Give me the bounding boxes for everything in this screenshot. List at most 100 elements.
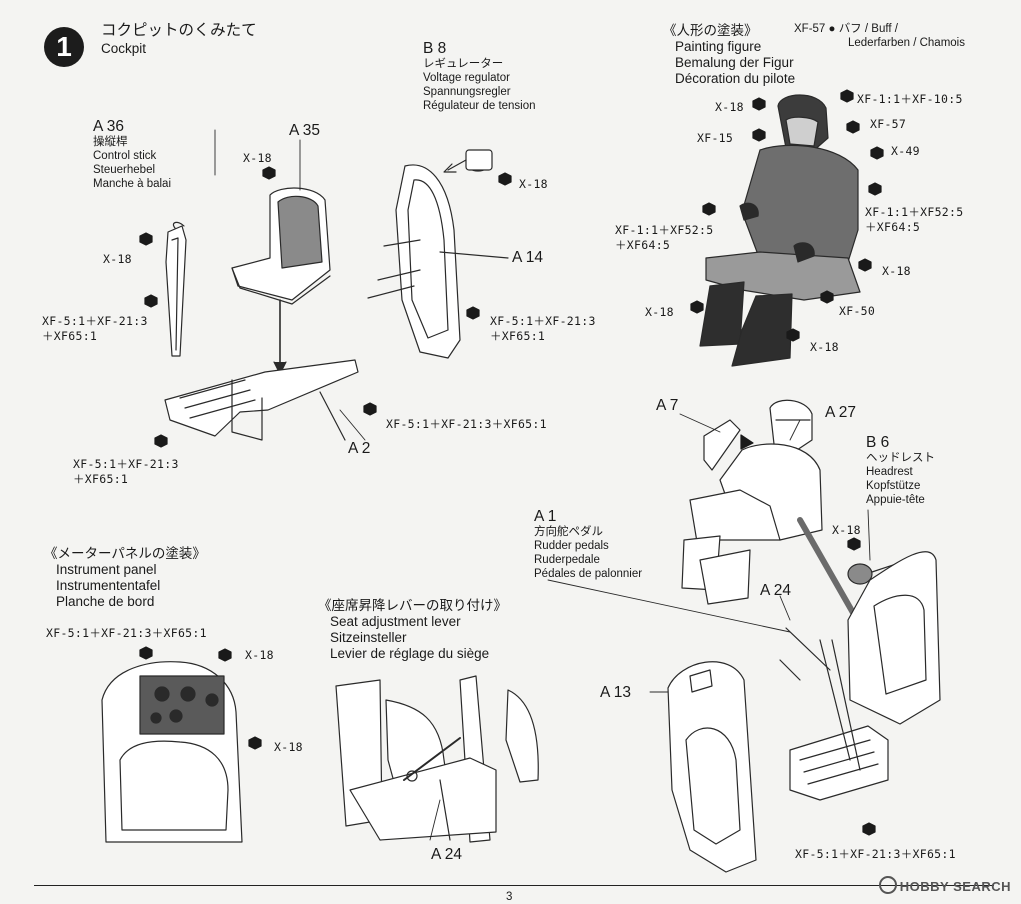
- color-callout: ＋XF64:5: [615, 238, 671, 252]
- seat-lever-diagram: [335, 675, 539, 843]
- color-callout: X-18: [519, 177, 548, 191]
- bulkhead-part: [367, 164, 509, 359]
- color-callout: ＋XF65:1: [490, 329, 546, 343]
- floor-part: [164, 359, 359, 441]
- color-callout: X-18: [832, 523, 861, 537]
- color-callout: XF-50: [839, 304, 876, 318]
- color-callout: X-18: [645, 305, 674, 319]
- part-name-fr: Régulateur de tension: [423, 100, 536, 112]
- part-name-fr: Manche à balai: [93, 178, 171, 190]
- part-id: B 6: [866, 434, 890, 451]
- leader-lines: [214, 129, 871, 841]
- part-label-a27: A 27: [825, 404, 857, 421]
- section-figure-painting: 《人形の塗装》 Painting figure Bemalung der Fig…: [663, 23, 795, 87]
- part-id: B 8: [423, 40, 447, 57]
- part-name-jp: ヘッドレスト: [866, 452, 935, 464]
- instrument-panel-painted: [101, 661, 243, 843]
- step-title-en: Cockpit: [101, 41, 147, 56]
- section-title-jp: 《座席昇降レバーの取り付け》: [318, 598, 507, 613]
- part-name-en: Control stick: [93, 150, 157, 162]
- part-name-fr: Appuie-tête: [866, 494, 925, 506]
- color-callout: X-18: [810, 340, 839, 354]
- part-name-de: Spannungsregler: [423, 86, 511, 98]
- part-id: A 36: [93, 118, 125, 135]
- step-number-badge: 1: [44, 27, 84, 67]
- color-callout: XF-5:1＋XF-21:3: [42, 314, 148, 328]
- color-legend: XF-57 ● バフ / Buff / Lederfarben / Chamoi…: [794, 22, 965, 50]
- part-label-a36: A 36 操縦桿 Control stick Steuerhebel Manch…: [93, 118, 171, 191]
- part-name-jp: 操縦桿: [93, 136, 128, 148]
- part-label-a7: A 7: [656, 397, 679, 414]
- color-callout: XF-5:1＋XF-21:3: [490, 314, 596, 328]
- color-callout: ＋XF64:5: [865, 220, 921, 234]
- watermark: HOBBY SEARCH: [878, 876, 1011, 894]
- color-callout: XF-5:1＋XF-21:3＋XF65:1: [46, 626, 207, 640]
- final-cockpit-assembly: [779, 551, 941, 801]
- color-callout: X-18: [243, 151, 272, 165]
- color-callout: X-18: [715, 100, 744, 114]
- pilot-figure-painted: [699, 94, 861, 367]
- color-callout: ＋XF65:1: [73, 472, 129, 486]
- section-title-de: Bemalung der Figur: [675, 55, 794, 70]
- part-name-de: Ruderpedale: [534, 554, 600, 566]
- part-name-jp: レギュレーター: [423, 58, 504, 70]
- part-label-a14: A 14: [512, 249, 544, 266]
- part-label-b6: B 6 ヘッドレスト Headrest Kopfstütze Appuie-tê…: [866, 434, 935, 507]
- section-title-jp: 《メーターパネルの塗装》: [44, 546, 206, 561]
- legend-dot-icon: ●: [828, 23, 836, 35]
- watermark-text: HOBBY SEARCH: [899, 879, 1011, 894]
- section-title-en: Painting figure: [675, 39, 762, 54]
- part-label-a24-bottom: A 24: [431, 846, 463, 863]
- part-label-a1: A 1 方向舵ペダル Rudder pedals Ruderpedale Péd…: [534, 508, 642, 581]
- part-name-en: Voltage regulator: [423, 72, 510, 84]
- section-panel-painting: 《メーターパネルの塗装》 Instrument panel Instrument…: [44, 546, 206, 610]
- section-title-fr: Planche de bord: [56, 594, 155, 609]
- section-title-jp: 《人形の塗装》: [663, 23, 758, 38]
- section-title-de: Sitzeinsteller: [330, 630, 407, 645]
- section-title-fr: Décoration du pilote: [675, 71, 796, 86]
- part-label-b8: B 8 レギュレーター Voltage regulator Spannungsr…: [423, 40, 536, 113]
- part-name-en: Headrest: [866, 466, 913, 478]
- part-label-a13: A 13: [600, 684, 632, 701]
- color-callout: X-49: [891, 144, 920, 158]
- part-name-jp: 方向舵ペダル: [534, 526, 603, 538]
- regulator-part: [443, 149, 493, 173]
- color-callout: X-18: [882, 264, 911, 278]
- color-callout: XF-1:1＋XF-10:5: [857, 92, 963, 106]
- instrument-panel-part: [667, 661, 757, 873]
- page-number: 3: [506, 891, 513, 903]
- hobby-search-logo-icon: [878, 876, 897, 894]
- paint-markers: [139, 89, 884, 836]
- step-title-jp: コクピットのくみたて: [101, 22, 257, 39]
- section-title-en: Instrument panel: [56, 562, 157, 577]
- color-callout: XF-5:1＋XF-21:3＋XF65:1: [795, 847, 956, 861]
- seat-part: [231, 187, 331, 375]
- part-name-de: Kopfstütze: [866, 480, 921, 492]
- legend-code: XF-57: [794, 23, 826, 35]
- section-title-de: Instrumententafel: [56, 578, 161, 593]
- part-id: A 1: [534, 508, 557, 525]
- section-title-fr: Levier de réglage du siège: [330, 646, 490, 661]
- color-callout: XF-5:1＋XF-21:3＋XF65:1: [386, 417, 547, 431]
- section-seat-lever: 《座席昇降レバーの取り付け》 Seat adjustment lever Sit…: [318, 598, 507, 662]
- part-label-a24-top: A 24: [760, 582, 792, 599]
- part-label-a35: A 35: [289, 122, 321, 139]
- legend-text-2: Lederfarben / Chamois: [848, 37, 965, 49]
- color-callout: ＋XF65:1: [42, 329, 98, 343]
- part-name-en: Rudder pedals: [534, 540, 609, 552]
- color-callout: XF-5:1＋XF-21:3: [73, 457, 179, 471]
- part-name-fr: Pédales de palonnier: [534, 568, 643, 580]
- page-frame: [34, 8, 994, 886]
- color-callout: XF-15: [697, 131, 734, 145]
- color-callout: XF-1:1＋XF52:5: [615, 223, 714, 237]
- color-callout: X-18: [274, 740, 303, 754]
- control-stick-part: [165, 221, 187, 357]
- part-label-a2: A 2: [348, 440, 371, 457]
- color-callout: XF-1:1＋XF52:5: [865, 205, 964, 219]
- legend-text: バフ / Buff /: [838, 23, 898, 35]
- section-title-en: Seat adjustment lever: [330, 614, 461, 629]
- color-callout: X-18: [245, 648, 274, 662]
- color-callout: X-18: [103, 252, 132, 266]
- color-callout: XF-57: [870, 117, 907, 131]
